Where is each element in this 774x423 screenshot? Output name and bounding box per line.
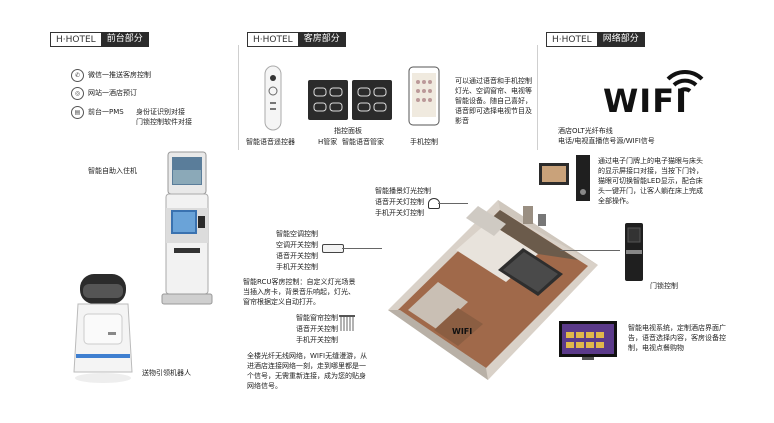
web-icon: ◎ [71, 87, 84, 100]
panel-title: 指控面板 [334, 127, 362, 135]
panel-sub-voice: 智能语音管家 [342, 138, 384, 146]
voice-remote [264, 65, 282, 131]
section-title: 网络部分 [596, 32, 645, 47]
lighting-callout-2: 语音开关灯控制 [375, 198, 424, 206]
doorplate-icon [576, 155, 590, 201]
section-title: 客房部分 [297, 32, 346, 47]
brand-label: H·HOTEL [247, 32, 298, 47]
robot-label: 送物引领机器人 [142, 369, 191, 377]
door-monitor [539, 163, 569, 185]
section-title: 前台部分 [100, 32, 149, 47]
kiosk-machine [161, 151, 213, 305]
front-item-pms: 前台一PMS [88, 108, 124, 116]
aircon-callout-3: 语音开关控制 [276, 252, 318, 260]
curtain-callout-2: 语音开关控制 [296, 325, 338, 333]
separator-line [238, 45, 239, 150]
aircon-callout-1: 智能空调控制 [276, 230, 318, 238]
wechat-icon: ✆ [71, 69, 84, 82]
smart-tv [559, 321, 617, 360]
wifi-logo-text: WIFI [603, 82, 688, 120]
front-item-wechat: 微信一推送客房控制 [88, 71, 151, 79]
curtain-callout-1: 智能窗帘控制 [296, 314, 338, 322]
rcu-callout: 智能RCU客房控制：自定义灯光场景当插入房卡，背景音乐响起，灯光、窗帘根据定义自… [243, 278, 356, 306]
room-header: H·HOTEL 客房部分 [247, 32, 346, 47]
brand-label: H·HOTEL [546, 32, 597, 47]
aircon-callout-2: 空调开关控制 [276, 241, 318, 249]
curtain-icon [339, 315, 355, 331]
control-panel-h [308, 80, 348, 120]
leader-line [560, 250, 620, 251]
phone-label: 手机控制 [410, 138, 438, 146]
front-item-id: 身份证识别对接 [136, 108, 185, 116]
lighting-callout-3: 手机开关灯控制 [375, 209, 424, 217]
leader-line [342, 248, 382, 249]
desk-icon: ▤ [71, 106, 84, 119]
doorbell-callout: 通过电子门牌上的电子猫眼与床头的显示屏接口对接，当按下门铃，猫眼可切换智能LED… [598, 157, 703, 205]
front-item-web: 网站一酒店预订 [88, 89, 137, 97]
aircon-icon [322, 244, 344, 253]
network-line2: 电话/电视直播信号源/WIFI信号 [558, 137, 655, 145]
door-lock [625, 223, 643, 281]
network-header: H·HOTEL 网络部分 [546, 32, 645, 47]
delivery-robot [73, 274, 133, 383]
mobile-phone [408, 66, 440, 126]
remote-label: 智能语音遥控器 [246, 138, 295, 146]
floor-wifi-mark: WIFI [452, 327, 473, 336]
wifi-callout: 全楼光纤无线网络，WIFI无缝漫游，从进酒店连接网络一刻，走到哪里都是一个信号，… [247, 352, 368, 390]
room-floor-plan [388, 200, 598, 380]
curtain-callout-3: 手机开关控制 [296, 336, 338, 344]
separator-line [537, 45, 538, 150]
control-panel-voice [352, 80, 392, 120]
room-description: 可以通过语音和手机控制灯光、空调窗帘、电视等智能设备。随自己喜好，语音即可选择电… [455, 77, 532, 125]
leader-line [438, 203, 468, 204]
front-desk-header: H·HOTEL 前台部分 [50, 32, 149, 47]
network-line1: 酒店OLT光纤布线 [558, 127, 613, 135]
panel-sub-h: H管家 [318, 138, 338, 146]
front-item-lock: 门锁控制软件对接 [136, 118, 192, 126]
lighting-callout-1: 智能播景灯光控制 [375, 187, 431, 195]
doorlock-callout: 门锁控制 [650, 282, 678, 290]
kiosk-label: 智能自助入住机 [88, 167, 137, 175]
brand-label: H·HOTEL [50, 32, 101, 47]
wifi-icon [666, 69, 704, 93]
aircon-callout-4: 手机开关控制 [276, 263, 318, 271]
tv-callout: 智能电视系统，定制酒店界面广告，语音选择内容，客房设备控制，电视点餐购物 [628, 324, 726, 352]
